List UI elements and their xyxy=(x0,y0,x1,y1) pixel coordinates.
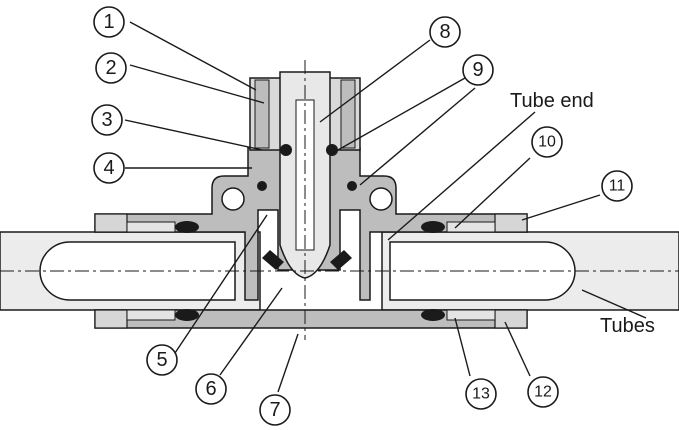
svg-text:10: 10 xyxy=(538,134,556,151)
mounting-hole-left xyxy=(221,187,245,211)
callout-7: 7 xyxy=(259,394,291,426)
stem-seal-left xyxy=(280,144,292,156)
svg-text:7: 7 xyxy=(269,399,280,421)
svg-text:11: 11 xyxy=(609,178,626,195)
callout-12: 12 xyxy=(527,376,559,408)
left-release-assembly xyxy=(94,213,199,329)
callout-8: 8 xyxy=(429,16,461,48)
callout-3: 3 xyxy=(91,104,123,136)
svg-text:8: 8 xyxy=(439,21,450,43)
callout-11: 11 xyxy=(601,170,633,202)
left-o-ring-top xyxy=(175,221,199,233)
callout-1: 1 xyxy=(93,6,125,38)
svg-text:1: 1 xyxy=(103,11,114,33)
stem-seal-right xyxy=(326,144,338,156)
callout-2: 2 xyxy=(95,52,127,84)
svg-text:9: 9 xyxy=(472,59,483,81)
callout-6: 6 xyxy=(195,373,227,405)
svg-text:5: 5 xyxy=(156,349,167,371)
tube-end-label: Tube end xyxy=(510,90,594,112)
right-o-ring-bottom xyxy=(421,309,445,321)
lip-seal-right xyxy=(330,250,352,270)
svg-text:2: 2 xyxy=(105,57,116,79)
right-o-ring-top xyxy=(421,221,445,233)
callout-9: 9 xyxy=(462,54,494,86)
svg-text:3: 3 xyxy=(101,109,112,131)
callout-4: 4 xyxy=(93,152,125,184)
lip-seal-left xyxy=(262,250,284,270)
mounting-hole-right xyxy=(369,187,393,211)
svg-text:12: 12 xyxy=(534,384,552,401)
svg-text:6: 6 xyxy=(205,378,216,400)
left-o-ring-bottom xyxy=(175,309,199,321)
callout-10: 10 xyxy=(531,126,563,158)
callout-5: 5 xyxy=(146,344,178,376)
right-release-assembly xyxy=(421,213,528,329)
callout-13: 13 xyxy=(465,378,497,410)
leader-lines xyxy=(124,21,647,393)
svg-text:4: 4 xyxy=(103,157,114,179)
tubes-label: Tubes xyxy=(600,315,655,337)
svg-text:13: 13 xyxy=(472,386,490,403)
